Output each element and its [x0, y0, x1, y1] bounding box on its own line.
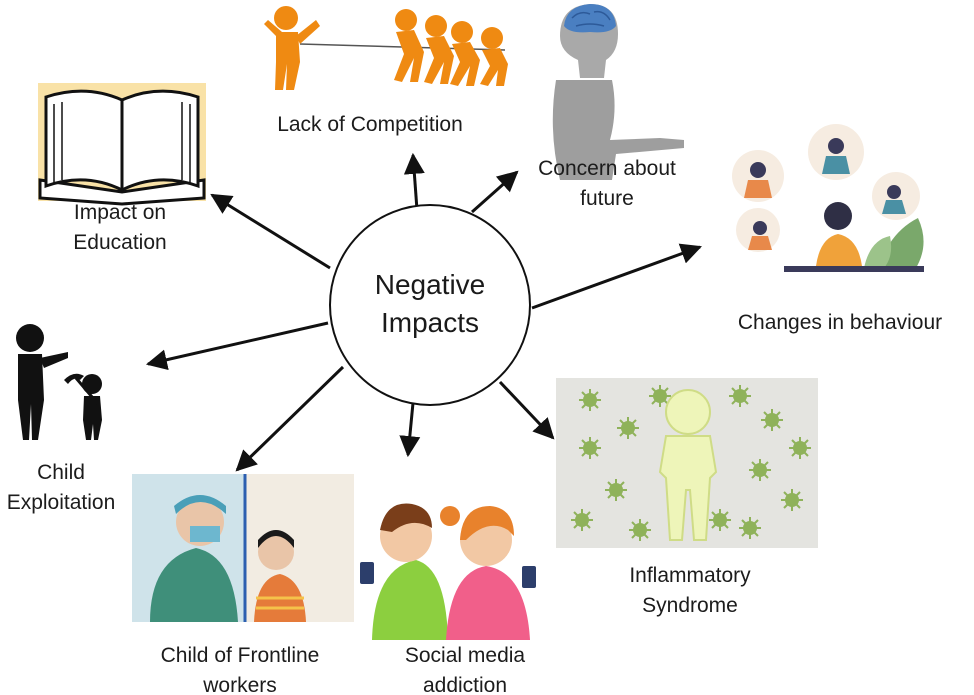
doctor-child-glass-icon — [132, 474, 354, 622]
label-concern-about-future: Concern about future — [512, 154, 702, 214]
arrow-to-education — [210, 193, 331, 270]
tug-of-war-icon — [264, 6, 508, 90]
arrow-to-exploitation — [145, 321, 329, 371]
arrow-to-competition — [403, 152, 425, 211]
arrow-to-frontline — [235, 365, 345, 472]
label-social-line2: addiction — [422, 674, 508, 695]
label-inflammatory-line2: Syndrome — [642, 594, 738, 617]
arrow-to-behaviour — [531, 243, 702, 310]
label-exploitation-line2: Exploitation — [6, 491, 116, 514]
label-social-media-addiction: Social media addiction — [370, 641, 560, 695]
label-social-line1: Social media — [404, 644, 526, 667]
arrow-to-future — [471, 170, 519, 214]
center-circle — [329, 204, 531, 406]
child-labour-icon — [16, 324, 102, 440]
label-child-exploitation: Child Exploitation — [0, 458, 122, 518]
label-inflammatory-syndrome: Inflammatory Syndrome — [600, 561, 780, 621]
label-future-line1: Concern about — [538, 157, 676, 180]
label-future-line2: future — [580, 187, 634, 210]
label-child-of-frontline-workers: Child of Frontline workers — [126, 641, 354, 695]
label-competition-line1: Lack of Competition — [277, 113, 463, 136]
center-title-line2: Impacts — [380, 307, 480, 338]
center-title: Negative Impacts — [330, 266, 530, 342]
label-education-line2: Education — [73, 231, 167, 254]
emotions-woman-icon — [732, 124, 924, 272]
label-frontline-line1: Child of Frontline — [160, 644, 320, 667]
open-book-icon — [38, 83, 206, 206]
center-title-line1: Negative — [374, 269, 486, 300]
kids-phones-icon — [360, 503, 536, 640]
label-exploitation-line1: Child — [37, 461, 85, 484]
label-changes-in-behaviour: Changes in behaviour — [730, 308, 950, 338]
label-frontline-line2: workers — [203, 674, 277, 695]
thinking-person-brain-icon — [552, 4, 684, 180]
arrow-to-inflammatory — [498, 380, 555, 440]
label-lack-of-competition: Lack of Competition — [250, 110, 490, 140]
label-inflammatory-line1: Inflammatory — [629, 564, 751, 587]
label-behaviour-line1: Changes in behaviour — [737, 311, 943, 334]
arrows — [145, 152, 702, 472]
label-education-line1: Impact on — [73, 201, 167, 224]
arrow-to-social — [399, 402, 421, 458]
child-virus-icon — [556, 378, 818, 548]
label-impact-on-education: Impact on Education — [40, 198, 200, 258]
